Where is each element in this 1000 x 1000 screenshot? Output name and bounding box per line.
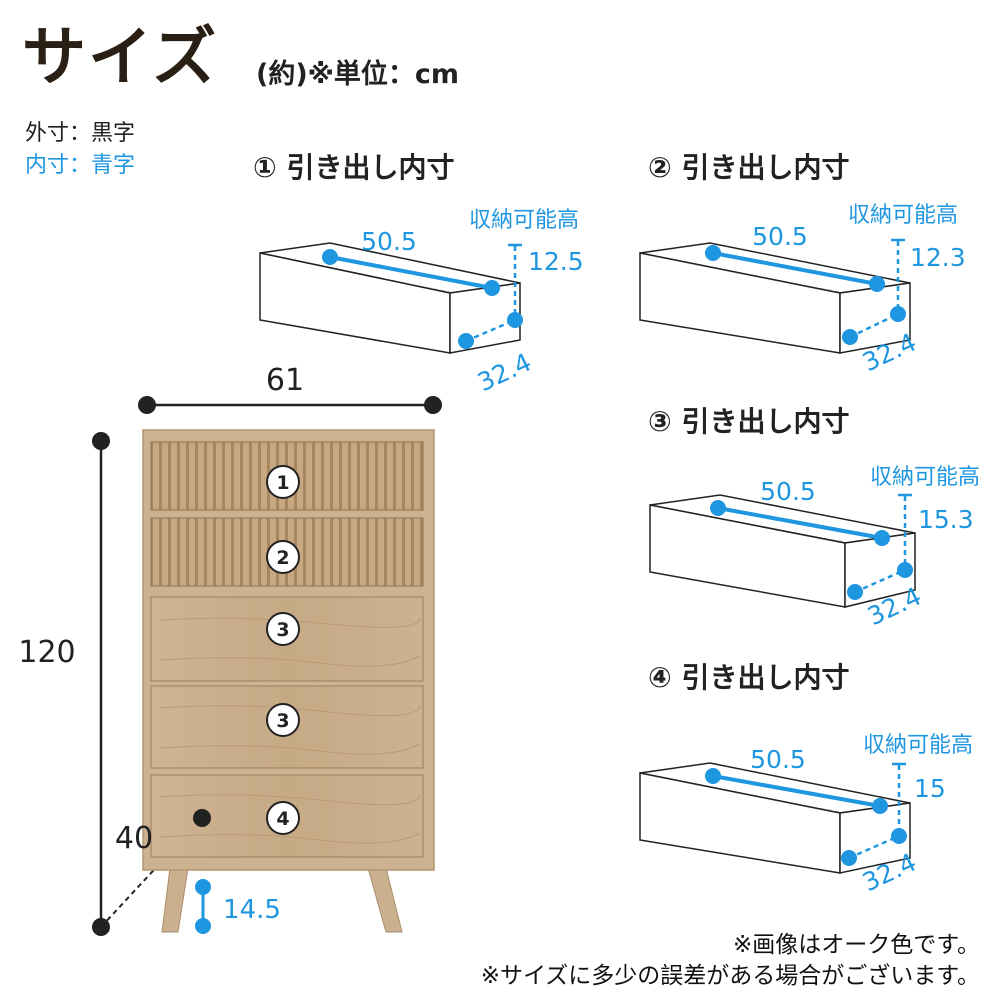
drawer-3-height-label: 収納可能高 [870, 465, 980, 490]
drawer-4-title: ④ 引き出し内寸 [648, 661, 850, 694]
drawer-4-height: 15 [914, 774, 946, 803]
drawer-2-width: 50.5 [752, 222, 808, 251]
note-tolerance: ※サイズに多少の誤差がある場合がございます。 [480, 963, 980, 989]
drawer-number-badges: 1 2 3 3 4 [266, 465, 300, 835]
drawer-4-width: 50.5 [750, 745, 806, 774]
drawer-3-height: 15.3 [918, 505, 974, 534]
drawer-2-height: 12.3 [910, 243, 966, 272]
drawer-3-width: 50.5 [760, 477, 816, 506]
leg-height-marker [195, 879, 211, 934]
drawer-2-diagram [639, 238, 911, 354]
width-label: 61 [266, 363, 304, 398]
drawer-4-diagram [639, 762, 911, 874]
drawer-3-title: ③ 引き出し内寸 [648, 405, 850, 438]
depth-marker [193, 809, 211, 827]
drawer-4-height-label: 収納可能高 [863, 733, 973, 758]
drawer-1-diagram [259, 242, 523, 354]
legend-outer: 外寸：黒字 [25, 121, 136, 146]
unit-note: (約)※単位：cm [256, 59, 460, 90]
cabinet [142, 429, 435, 933]
badge-1: 1 [276, 472, 289, 494]
badge-2: 2 [276, 547, 289, 569]
page-title: サイズ [22, 21, 219, 95]
drawer-1-height-label: 収納可能高 [469, 208, 579, 233]
badge-3a: 3 [276, 619, 289, 641]
note-color: ※画像はオーク色です。 [733, 932, 980, 958]
drawer-1-height: 12.5 [528, 247, 584, 276]
drawer-3-diagram [649, 493, 916, 608]
drawer-1-depth: 32.4 [473, 347, 536, 397]
height-label: 120 [18, 635, 75, 670]
leg-height-label: 14.5 [223, 895, 281, 925]
cabinet-dimensions [92, 396, 442, 936]
drawer-1-width: 50.5 [361, 227, 417, 256]
badge-4: 4 [276, 808, 289, 830]
drawer-2-title: ② 引き出し内寸 [648, 151, 850, 184]
legend-inner: 内寸：青字 [25, 153, 136, 178]
badge-3b: 3 [276, 710, 289, 732]
depth-label: 40 [115, 821, 153, 856]
drawer-1-title: ① 引き出し内寸 [253, 151, 455, 184]
drawer-2-height-label: 収納可能高 [848, 203, 958, 228]
